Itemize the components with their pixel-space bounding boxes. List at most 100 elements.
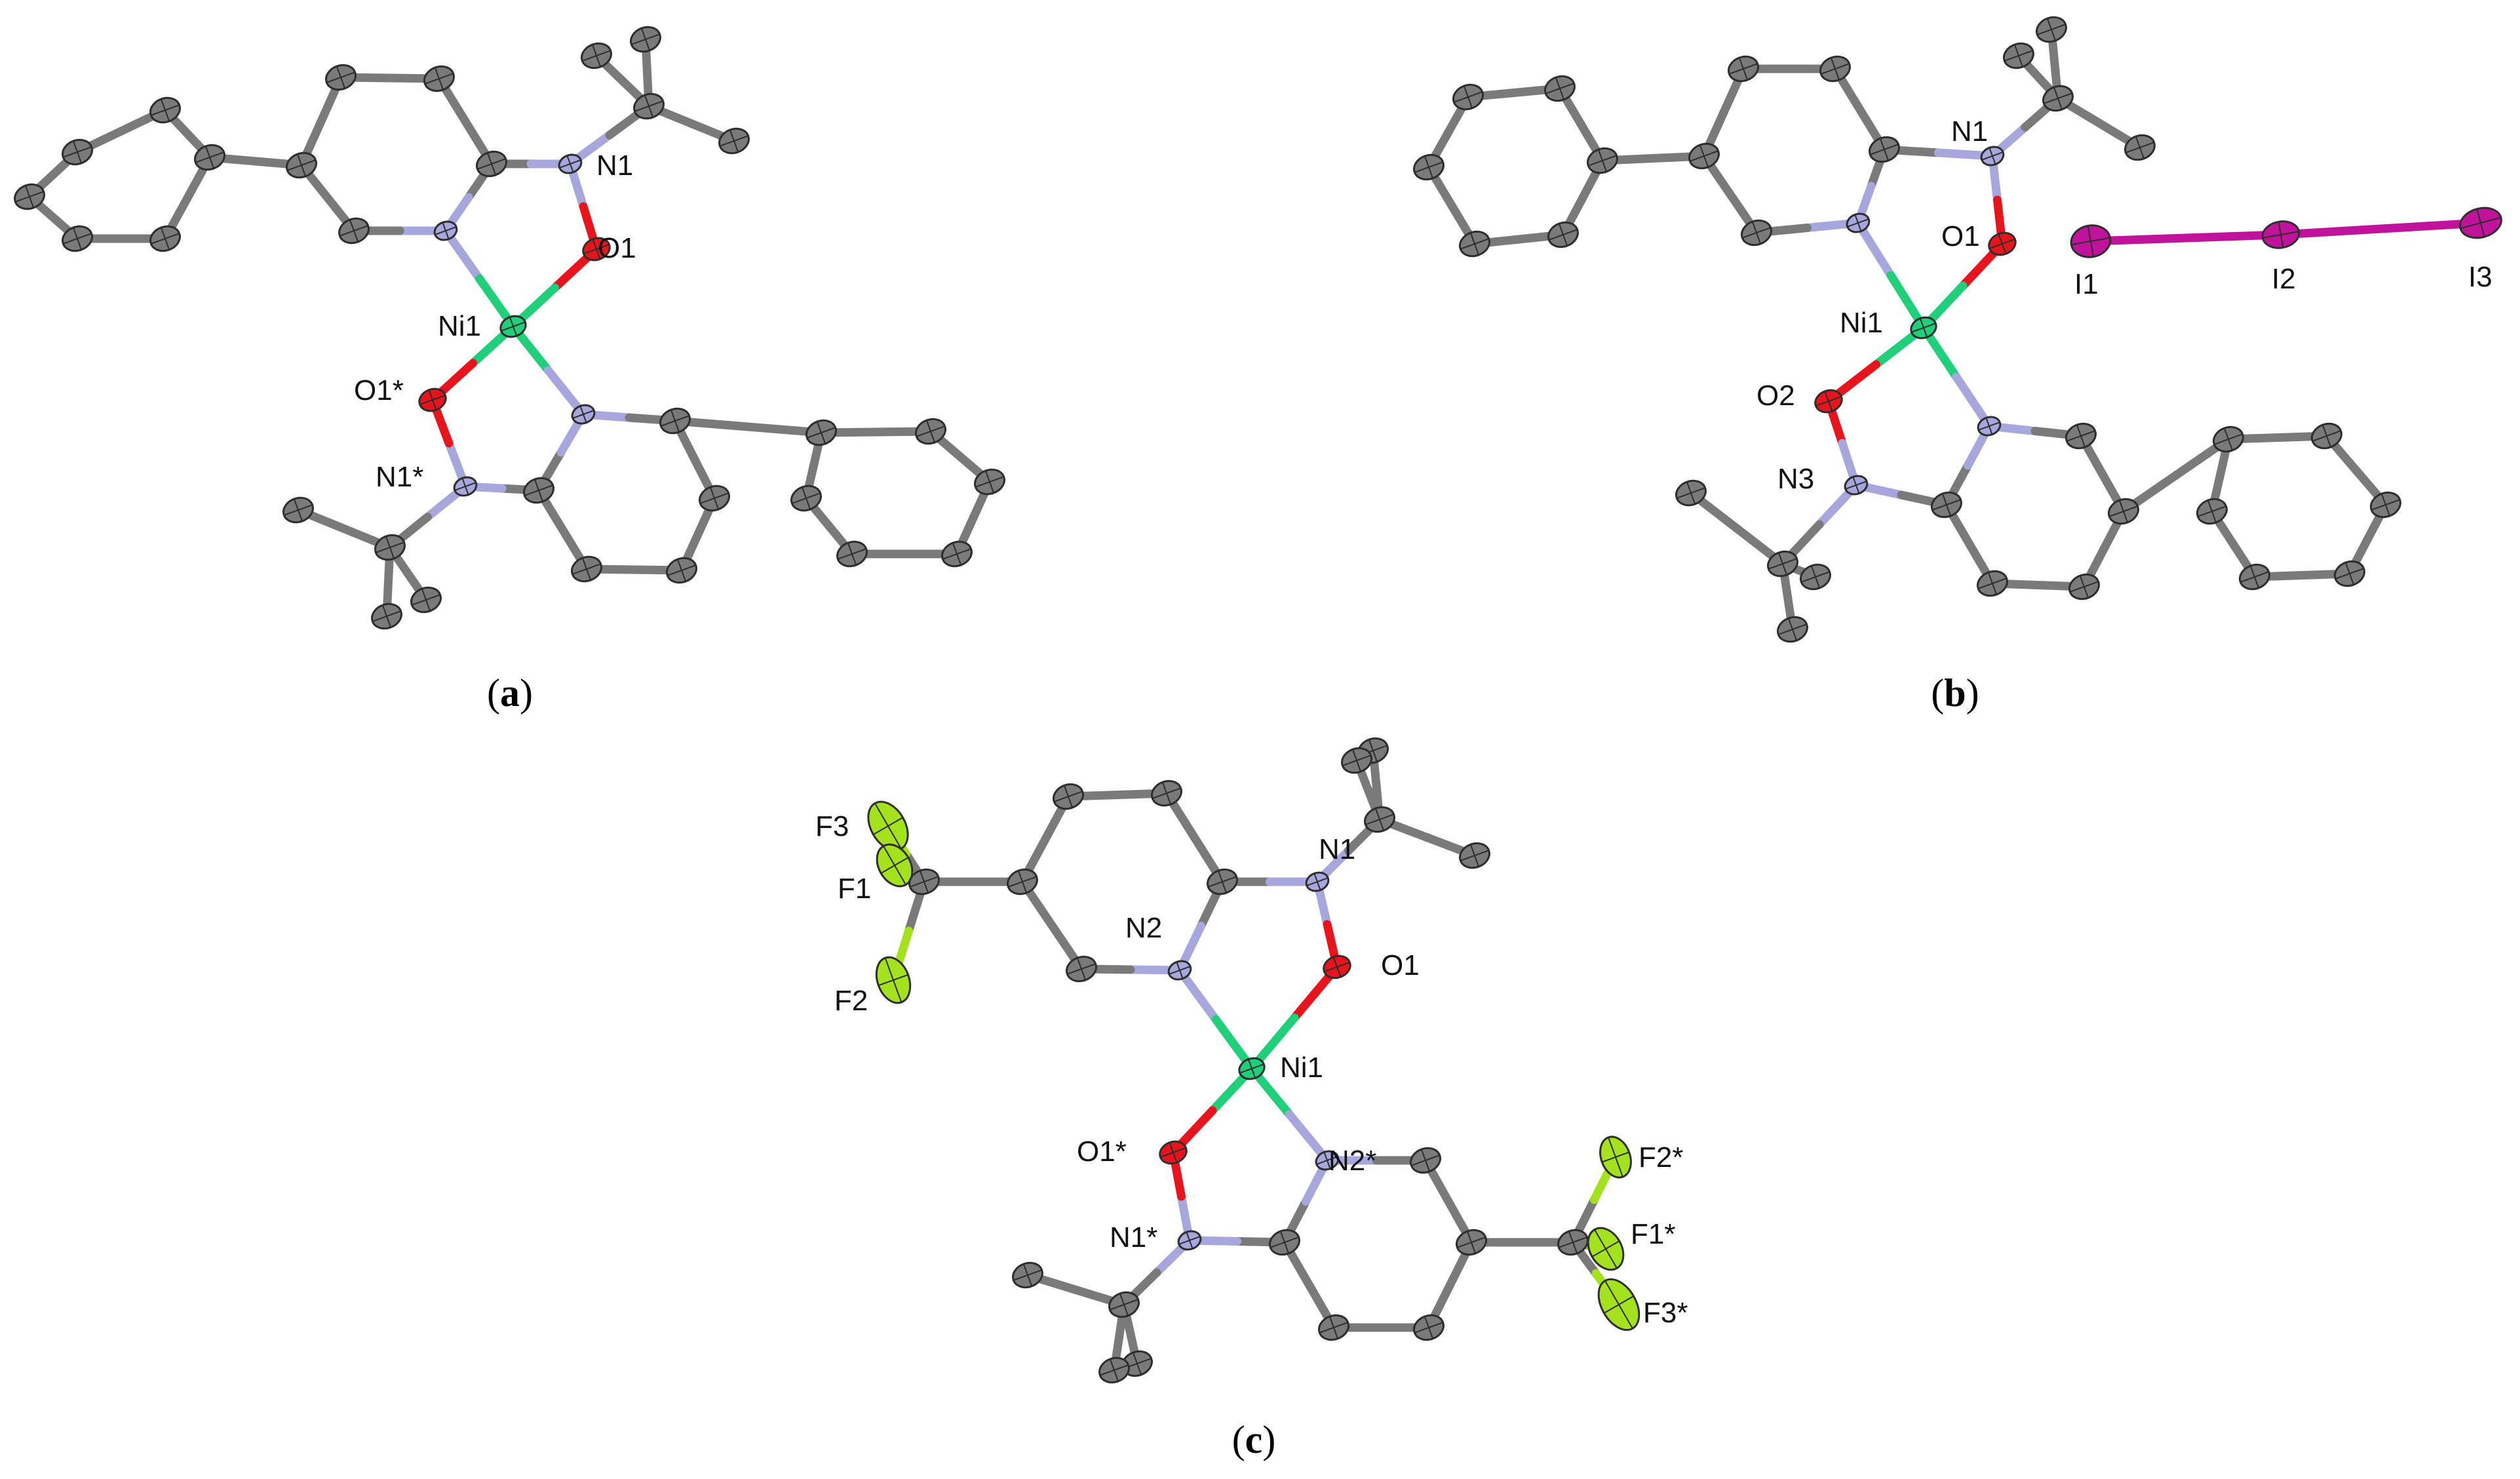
label-b-o2: O2 <box>1756 380 1795 412</box>
a-atom-ph1 <box>62 138 93 166</box>
b-atom-tc3-principal-axis-2 <box>1787 618 1798 641</box>
c-atom-tc4-principal-axis-2 <box>1109 1358 1119 1382</box>
a-atom-c2 <box>325 64 357 91</box>
label-b-i3: I3 <box>2468 261 2492 293</box>
a-atom-c4s-principal-axis-2 <box>533 479 544 502</box>
c-atom-tb3-principal-axis-2 <box>1469 844 1480 867</box>
b-atom-n3 <box>1844 475 1869 496</box>
b-atom-qh5-principal-axis-2 <box>2249 565 2260 589</box>
b-atom-o1-principal-axis-2 <box>1998 233 2007 254</box>
a-atom-c6s-principal-axis-2 <box>670 409 680 433</box>
a-atom-ph4 <box>149 225 181 252</box>
a-atom-n2 <box>433 220 458 241</box>
a-atom-qh6-principal-axis-2 <box>801 486 811 510</box>
b-atom-ph4 <box>1547 221 1579 248</box>
b-atom-c4s <box>1931 491 1962 519</box>
label-b-n1: N1 <box>1951 115 1988 148</box>
b-atom-tb2 <box>2036 16 2067 43</box>
a-atom-ph6-principal-axis-2 <box>24 185 35 208</box>
c-atom-c1s <box>1456 1229 1487 1256</box>
label-b-o1: O1 <box>1941 220 1980 252</box>
c-atom-c4s-principal-axis-2 <box>1279 1231 1290 1254</box>
c-atom-ni-principal-axis-2 <box>1247 1059 1256 1078</box>
label-a-n1-star: N1* <box>376 461 423 493</box>
label-c-n2: N2 <box>1125 912 1162 944</box>
b-atom-ph1-principal-axis-2 <box>1463 85 1473 109</box>
a-atom-c6 <box>338 217 370 245</box>
a-atom-qh4 <box>941 540 973 568</box>
a-atom-ph3 <box>194 144 225 171</box>
a-atom-tb3 <box>718 127 750 155</box>
a-atom-c3 <box>423 65 455 92</box>
b-atom-n3-principal-axis-2 <box>1852 476 1860 494</box>
b-atom-ni-principal-axis-2 <box>1919 318 1928 338</box>
label-c-ni1: Ni1 <box>1280 1052 1323 1084</box>
a-atom-tc3-principal-axis-2 <box>381 604 392 628</box>
b-atom-i1 <box>2070 224 2112 258</box>
b-atom-n2 <box>1846 212 1871 233</box>
b-atom-qh4-principal-axis-2 <box>2344 562 2355 585</box>
c-atom-c3 <box>1151 779 1182 807</box>
c-atom-f2s-principal-axis-2 <box>1608 1137 1623 1177</box>
a-atom-ph3-principal-axis-2 <box>204 146 215 169</box>
a-atom-tc1-principal-axis-2 <box>385 536 395 559</box>
c-atom-f2-principal-axis-2 <box>884 957 902 1003</box>
b-atom-o2 <box>1814 389 1843 414</box>
b-atom-c3s-principal-axis-2 <box>1987 572 1998 595</box>
b-atom-c4-principal-axis-2 <box>1879 138 1890 161</box>
a-atom-ph6 <box>14 183 45 210</box>
c-atom-cfs <box>1557 1229 1589 1256</box>
b-atom-c1 <box>1688 142 1720 170</box>
a-atom-n1s <box>453 476 478 497</box>
c-atom-f2 <box>875 956 912 1004</box>
b-atom-c2 <box>1728 55 1759 83</box>
a-atom-o1-principal-axis-2 <box>592 239 601 260</box>
c-atom-tb3 <box>1459 842 1490 869</box>
b-atom-tc1 <box>1767 550 1798 578</box>
c-atom-ni <box>1238 1057 1266 1080</box>
c-atom-tc2 <box>1012 1261 1043 1289</box>
a-atom-tc4-principal-axis-2 <box>421 588 431 612</box>
panel-b-labels: N1 O1 Ni1 O2 N3 I1 I2 I3 <box>1756 115 2492 495</box>
c-atom-o1 <box>1323 955 1351 979</box>
a-atom-tb3-principal-axis-2 <box>729 129 739 153</box>
a-atom-tc3 <box>371 602 402 630</box>
b-atom-i2 <box>2261 220 2300 249</box>
b-atom-tb4-principal-axis-2 <box>2013 44 2024 68</box>
c-atom-f1s <box>1587 1227 1625 1271</box>
b-atom-o1 <box>1988 231 2017 256</box>
a-atom-n1-principal-axis-2 <box>566 155 574 173</box>
b-atom-n1-principal-axis-2 <box>1988 147 1996 165</box>
a-atom-ph5 <box>62 225 93 252</box>
a-atom-o1s <box>418 387 447 412</box>
caption-a-close: ) <box>520 671 533 715</box>
b-atom-qh5 <box>2239 563 2270 591</box>
panel-b-caption: (b) <box>1931 671 1979 715</box>
b-atom-ph5-principal-axis-2 <box>1469 232 1480 256</box>
a-atom-n2s <box>571 404 596 425</box>
label-c-f1: F1 <box>838 873 871 905</box>
label-c-n1-star: N1* <box>1110 1221 1157 1253</box>
caption-a-letter: a <box>500 671 520 715</box>
b-atom-tb2-principal-axis-2 <box>2046 18 2057 41</box>
c-atom-cf-principal-axis-2 <box>919 870 929 894</box>
a-atom-qh1-principal-axis-2 <box>816 421 826 444</box>
c-atom-c2s <box>1413 1314 1444 1341</box>
a-atom-n2s-principal-axis-2 <box>579 405 587 424</box>
b-atom-tc2 <box>1675 479 1707 507</box>
c-atom-f1s-principal-axis-2 <box>1594 1229 1618 1269</box>
c-atom-c4-principal-axis-2 <box>1217 870 1228 894</box>
c-atom-tc2-principal-axis-2 <box>1022 1263 1033 1287</box>
c-atom-o1s <box>1159 1140 1188 1165</box>
c-atom-cfs-principal-axis-2 <box>1568 1231 1578 1254</box>
c-atom-tb4-principal-axis-2 <box>1351 749 1362 772</box>
b-atom-ni <box>1910 316 1937 340</box>
b-atom-tb4 <box>2003 42 2034 69</box>
b-bond-n2-ni-half1 <box>1853 218 1895 280</box>
a-atom-ph5-principal-axis-2 <box>72 227 83 250</box>
b-atom-c1s-principal-axis-2 <box>2118 500 2129 523</box>
a-atom-tb2 <box>630 26 661 53</box>
c-atom-f3-principal-axis-2 <box>874 802 902 850</box>
b-atom-tc2-principal-axis-2 <box>1686 481 1696 505</box>
label-b-n3: N3 <box>1777 463 1814 495</box>
